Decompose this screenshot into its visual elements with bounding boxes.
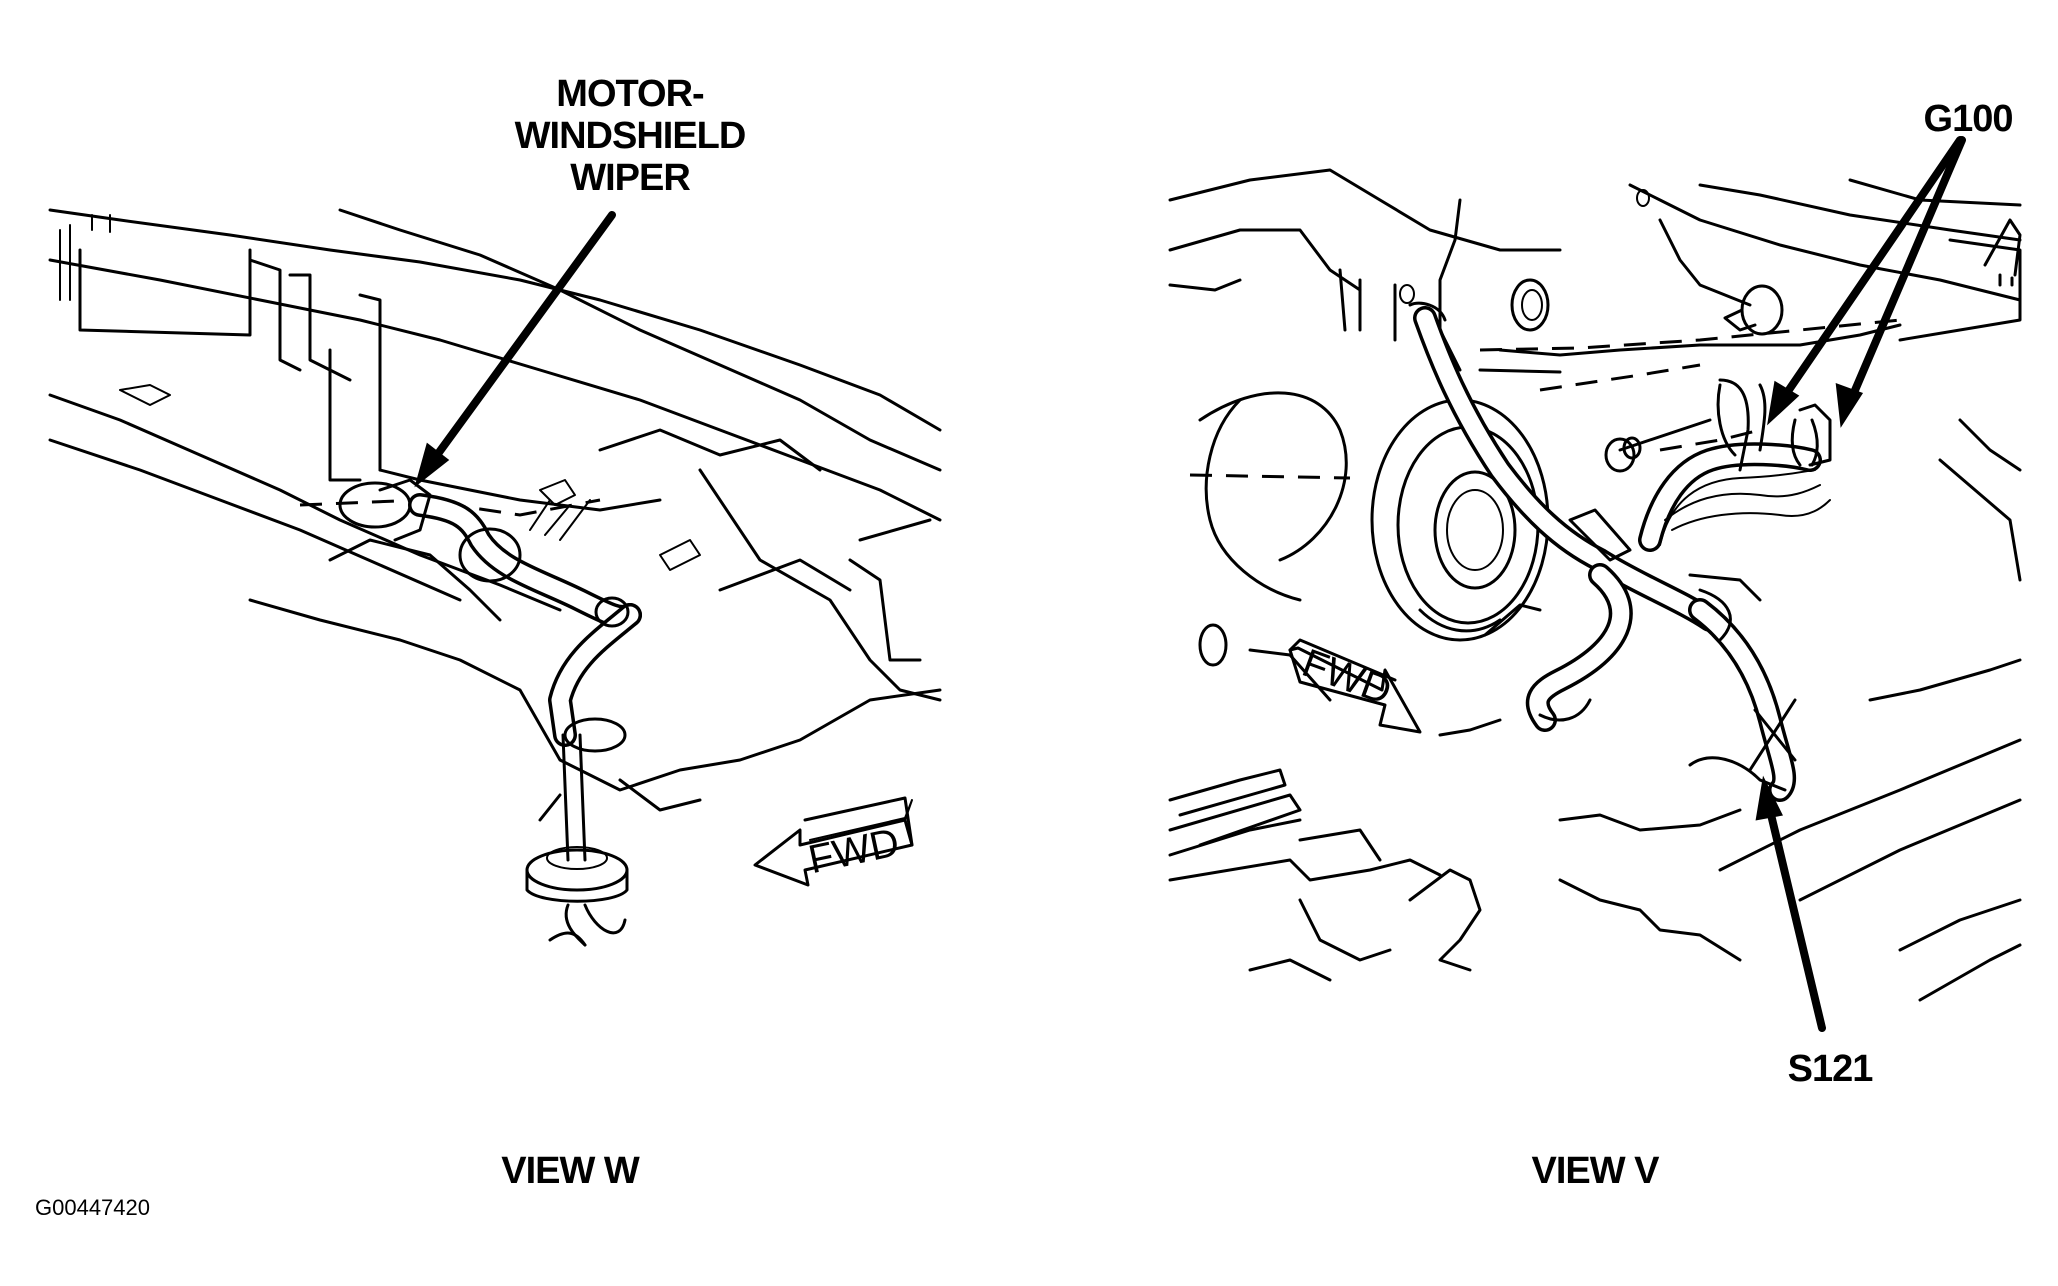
label-line-1: MOTOR- <box>556 73 704 115</box>
fwd-left-text: FWD <box>805 820 903 882</box>
s121-leader-arrow <box>1755 775 1826 1032</box>
fwd-right-text: FWD <box>1297 641 1398 713</box>
view-w-body-panel <box>48 208 942 432</box>
wiper-leader-arrow <box>414 211 616 488</box>
s121-splice-mark <box>1748 698 1797 772</box>
g100-label: G100 <box>1923 98 2014 140</box>
label-line-3: WIPER <box>570 157 691 199</box>
view-v-caption: VIEW V <box>1531 1150 1659 1192</box>
fwd-arrow-left: FWD <box>753 796 914 887</box>
view-v-illustration <box>1168 168 2022 1002</box>
view-v-wiring-harness <box>1413 306 1722 632</box>
view-v-access-cover <box>1198 391 1348 562</box>
view-w-illustration <box>48 208 942 947</box>
wiper-motor-connector <box>338 481 412 529</box>
label-line-2: WINDSHIELD <box>514 115 747 157</box>
view-w-caption: VIEW W <box>501 1150 640 1192</box>
s121-label: S121 <box>1787 1048 1874 1090</box>
motor-windshield-wiper-label: MOTOR- WINDSHIELD WIPER <box>495 75 765 197</box>
g100-leader-arrows <box>1767 136 1966 428</box>
fwd-arrow-right: FWD <box>1288 638 1422 734</box>
figure-code: G00447420 <box>35 1195 150 1220</box>
